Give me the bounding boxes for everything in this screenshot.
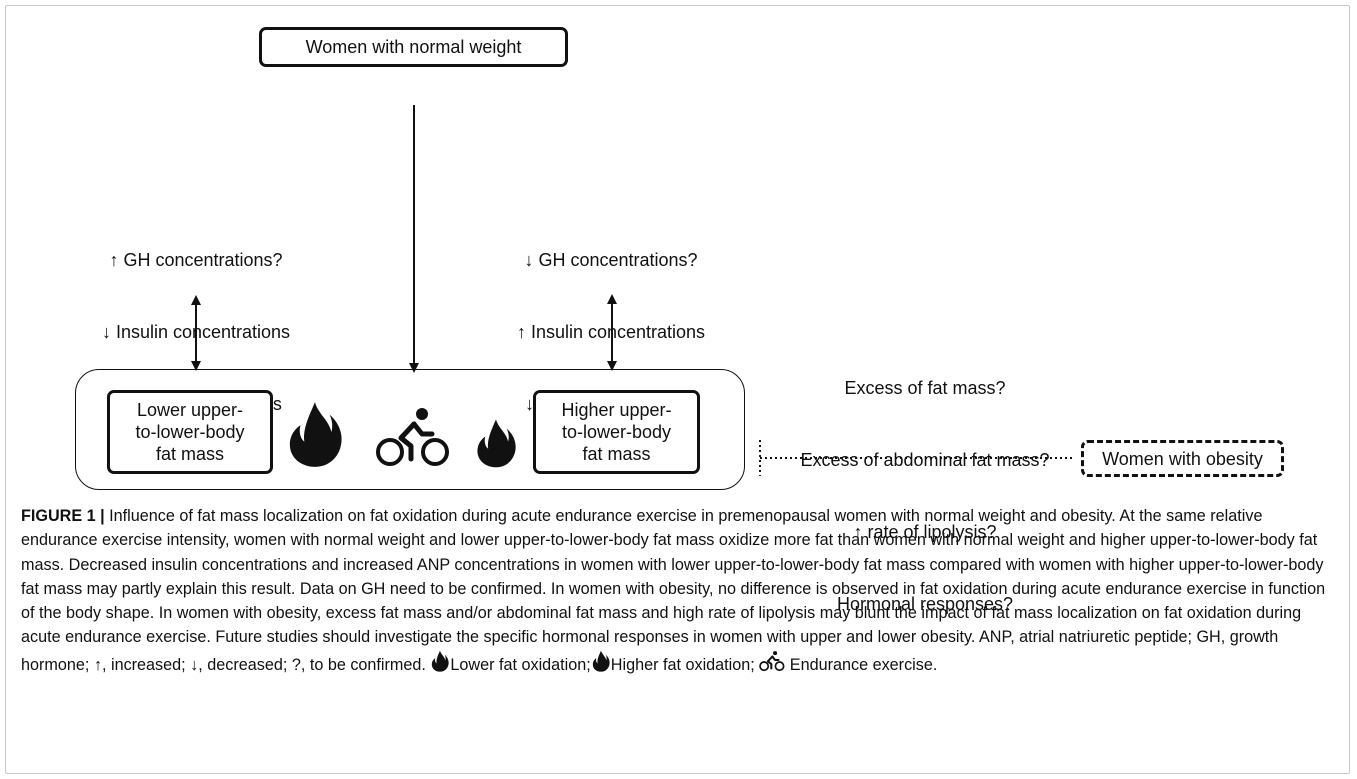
legend-cyclist-icon [759,650,785,679]
legend-higher-fat-oxidation: Higher fat oxidation; [610,655,755,674]
exercise-container [75,369,745,490]
node-higher-line-3: fat mass [582,444,651,464]
caption-label: FIGURE 1 | [21,507,105,525]
node-lower-line-3: fat mass [155,444,225,464]
left-factor-insulin: ↓ Insulin concentrations [101,322,291,342]
legend-flame-icon-small [591,650,611,679]
obesity-factors: Excess of fat mass? Excess of abdominal … [755,328,1095,640]
obesity-factor-fat-mass: Excess of fat mass? [844,378,1006,398]
right-factor-insulin: ↑ Insulin concentrations [516,322,706,342]
node-normal-weight-label: Women with normal weight [305,37,522,57]
right-factor-gh: ↓ GH concentrations? [524,250,698,270]
diagram-arrows [191,105,1072,476]
node-obesity: Women with obesity [1081,440,1284,477]
node-higher-body-fat: Higher upper- to-lower-body fat mass [533,390,700,474]
obesity-factor-hormonal: Hormonal responses? [836,594,1014,614]
left-factor-gh: ↑ GH concentrations? [109,250,283,270]
node-lower-body-fat: Lower upper- to-lower-body fat mass [107,390,273,474]
flame-icon-small [477,419,516,468]
figure-caption: FIGURE 1 | Influence of fat mass localiz… [21,504,1339,679]
node-normal-weight: Women with normal weight [259,27,568,67]
legend-flame-icon-large [430,650,450,679]
node-higher-line-2: to-lower-body [561,422,672,442]
caption-text: Influence of fat mass localization on fa… [21,507,1326,674]
node-obesity-label: Women with obesity [1102,448,1263,469]
cyclist-icon [376,408,449,466]
node-lower-line-2: to-lower-body [135,422,245,442]
legend-lower-fat-oxidation: Lower fat oxidation; [450,655,591,674]
flame-icon-large [289,402,342,467]
node-lower-line-1: Lower upper- [136,400,244,420]
obesity-factor-lipolysis: ↑ rate of lipolysis? [853,522,997,542]
node-higher-line-1: Higher upper- [561,400,672,420]
figure-frame [5,5,1350,774]
obesity-factor-abdominal: Excess of abdominal fat mass? [800,450,1050,470]
legend-endurance-exercise: Endurance exercise. [789,655,938,674]
